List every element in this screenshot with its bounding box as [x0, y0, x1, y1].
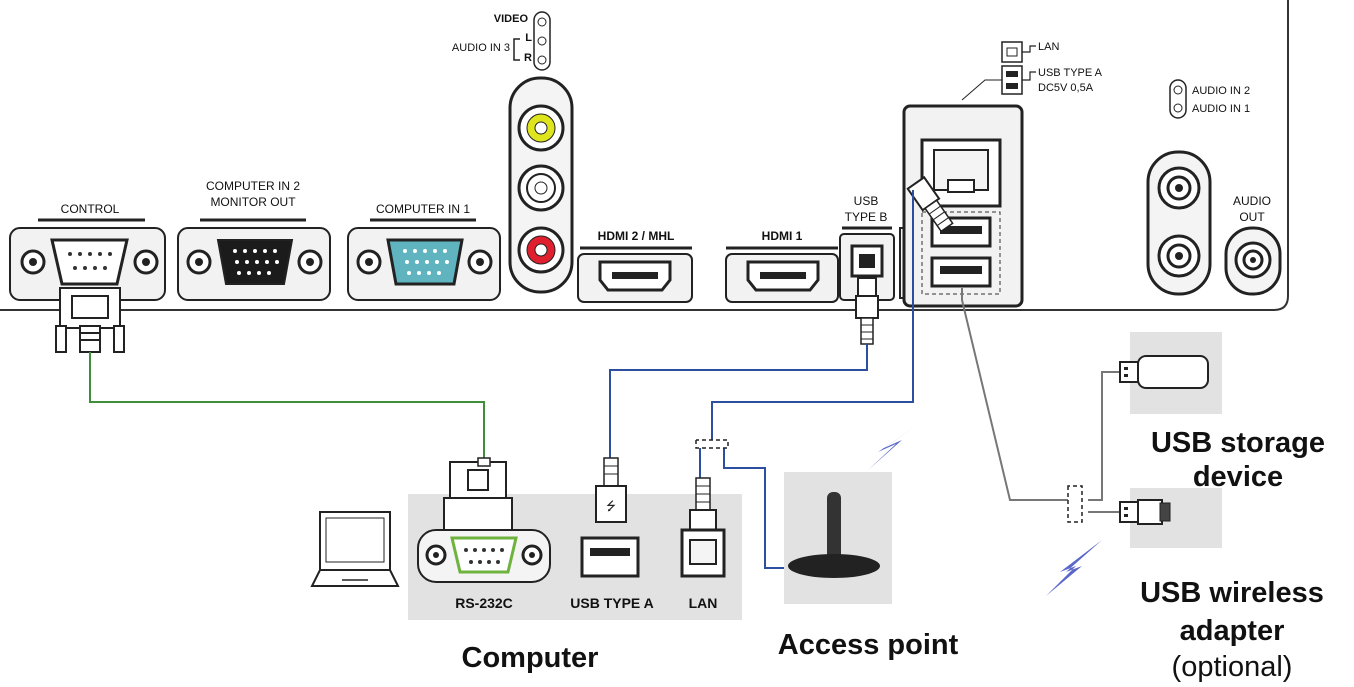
video-label: VIDEO [494, 13, 529, 25]
laptop-icon [310, 511, 400, 587]
usb-type-b-port: USB TYPE B [839, 194, 909, 345]
computer-in1-port: COMPUTER IN 1 [347, 202, 501, 301]
wireless-adapter-signal-icon [1046, 540, 1102, 596]
cable-splitters [695, 439, 1083, 523]
control-label: CONTROL [61, 202, 120, 216]
usb-wireless-label-2: adapter [1180, 615, 1285, 647]
audio-in3-label: AUDIO IN 3 [452, 42, 510, 54]
computer-usb-a-label: USB TYPE A [570, 595, 654, 611]
audio-in1-label: AUDIO IN 1 [1192, 103, 1250, 115]
access-point-group: Access point [778, 426, 959, 661]
usb-storage-group: USB storage device [1119, 332, 1325, 493]
computer-in2-port: COMPUTER IN 2 MONITOR OUT [177, 179, 331, 301]
computer-in1-label: COMPUTER IN 1 [376, 202, 470, 216]
control-port: CONTROL [9, 202, 166, 353]
audio-out-label-1: AUDIO [1233, 194, 1271, 208]
l-label: L [525, 32, 532, 44]
hdmi1-port: HDMI 1 [725, 229, 839, 303]
audio-out-label-2: OUT [1239, 210, 1265, 224]
projector-panel [0, 0, 1289, 311]
monitor-out-label: MONITOR OUT [210, 195, 296, 209]
access-point-label: Access point [778, 629, 959, 661]
usb-wireless-group: USB wireless adapter (optional) [1046, 488, 1324, 683]
hdmi2-label: HDMI 2 / MHL [598, 229, 675, 243]
usb-a-label-1: USB TYPE A [1038, 67, 1103, 79]
audio-ports: AUDIO IN 2 AUDIO IN 1 AUDIO OUT [1146, 79, 1282, 296]
cables [89, 190, 1120, 569]
lan-label: LAN [1038, 41, 1059, 53]
usb-storage-label-1: USB storage [1151, 427, 1325, 459]
usb-wireless-label-3: (optional) [1172, 651, 1293, 683]
computer-label: Computer [462, 642, 599, 674]
computer-lan-label: LAN [689, 595, 718, 611]
hdmi1-label: HDMI 1 [762, 229, 803, 243]
usb-symbol-icon: ⭍ [606, 499, 616, 513]
audio-in2-label: AUDIO IN 2 [1192, 85, 1250, 97]
audio-in3-video-ports: VIDEO L R AUDIO IN 3 [452, 11, 574, 294]
rs232c-label: RS-232C [455, 595, 513, 611]
usb-a-label-2: DC5V 0,5A [1038, 82, 1094, 94]
usb-b-label-1: USB [854, 194, 879, 208]
usb-b-label-2: TYPE B [845, 210, 888, 224]
hdmi2-port: HDMI 2 / MHL [577, 229, 693, 303]
r-label: R [524, 52, 532, 64]
lan-usb-a-ports: LAN USB TYPE A DC5V 0,5A [902, 41, 1103, 308]
computer-in2-label: COMPUTER IN 2 [206, 179, 300, 193]
wireless-signal-icon [868, 426, 916, 470]
usb-storage-label-2: device [1193, 461, 1283, 493]
usb-wireless-label-1: USB wireless [1140, 577, 1324, 609]
computer-group: RS-232C ⭍ USB TYPE A LAN Computer [310, 457, 742, 674]
